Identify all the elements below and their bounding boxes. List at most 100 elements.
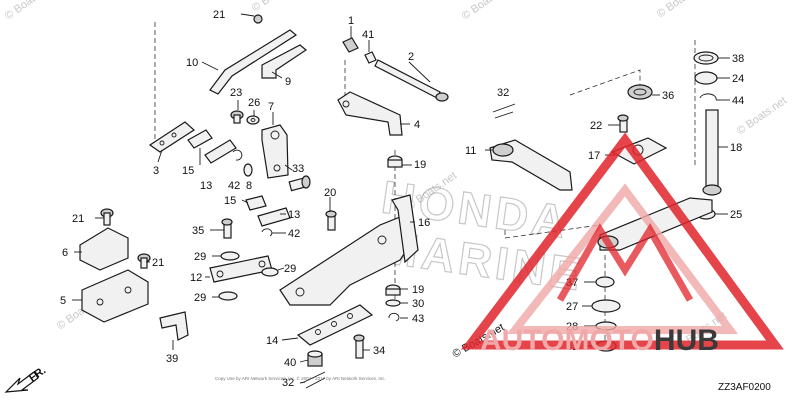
part-6-cover[interactable]: [79, 227, 129, 271]
part-13-joint-lower[interactable]: [257, 207, 291, 227]
part-22-bolt[interactable]: [617, 114, 629, 133]
callout-3[interactable]: 3: [153, 165, 159, 177]
part-32-cotter-upper[interactable]: [492, 103, 516, 119]
callout-20[interactable]: 20: [324, 187, 336, 199]
part-35-bolt[interactable]: [221, 218, 233, 239]
part-21-bolt-middle[interactable]: [137, 253, 151, 269]
part-39-hook[interactable]: [159, 311, 189, 341]
part-33-pin[interactable]: [288, 175, 311, 192]
part-30-washer[interactable]: [385, 299, 401, 307]
part-15-clip-lower[interactable]: [245, 195, 267, 211]
callout-13[interactable]: 13: [288, 209, 300, 221]
callout-30[interactable]: 30: [412, 298, 424, 310]
logo-triangle-inner: [506, 183, 738, 334]
part-19-collar-lower[interactable]: [385, 284, 401, 296]
part-14-slot-plate[interactable]: [296, 304, 374, 346]
callout-44[interactable]: 44: [732, 95, 744, 107]
callout-32[interactable]: 32: [282, 377, 294, 389]
callout-25[interactable]: 25: [730, 209, 742, 221]
part-9-bracket[interactable]: [261, 44, 308, 79]
part-44-clip[interactable]: [699, 93, 717, 101]
part-5-bracket[interactable]: [81, 269, 149, 323]
callout-42[interactable]: 42: [288, 228, 300, 240]
part-38-oring[interactable]: [693, 51, 719, 65]
callout-33[interactable]: 33: [292, 163, 304, 175]
part-37-collar[interactable]: [595, 276, 615, 288]
callout-38[interactable]: 38: [732, 53, 744, 65]
part-29-washer-c[interactable]: [218, 291, 238, 301]
part-12-link-plate[interactable]: [209, 255, 273, 283]
part-29-washer-a[interactable]: [220, 251, 240, 261]
part-4-lever-arm[interactable]: [337, 91, 403, 136]
part-1-joint[interactable]: [342, 37, 359, 53]
callout-23[interactable]: 23: [230, 87, 242, 99]
callout-7[interactable]: 7: [268, 101, 274, 113]
part-19-collar-upper[interactable]: [387, 155, 403, 168]
part-7-arm[interactable]: [261, 124, 289, 179]
callout-32[interactable]: 32: [497, 87, 509, 99]
callout-15[interactable]: 15: [224, 195, 236, 207]
callout-26[interactable]: 26: [248, 97, 260, 109]
part-10-rod[interactable]: [209, 14, 298, 95]
callout-6[interactable]: 6: [62, 247, 68, 259]
callout-21[interactable]: 21: [152, 257, 164, 269]
callout-41[interactable]: 41: [362, 29, 374, 41]
callout-13[interactable]: 13: [200, 180, 212, 192]
part-27-washer[interactable]: [591, 299, 621, 313]
callout-4[interactable]: 4: [414, 119, 420, 131]
callout-18[interactable]: 18: [730, 142, 742, 154]
callout-2[interactable]: 2: [408, 51, 414, 63]
callout-24[interactable]: 24: [732, 73, 744, 85]
callout-15[interactable]: 15: [182, 165, 194, 177]
part-34-bolt[interactable]: [353, 334, 365, 359]
part-36-bearing[interactable]: [627, 84, 653, 100]
front-direction-indicator: FR.: [4, 364, 48, 393]
part-21-bolt-left[interactable]: [100, 208, 114, 226]
callout-12[interactable]: 12: [190, 272, 202, 284]
callout-35[interactable]: 35: [192, 225, 204, 237]
callout-17[interactable]: 17: [588, 150, 600, 162]
callout-40[interactable]: 40: [284, 357, 296, 369]
part-40-collar[interactable]: [307, 350, 323, 367]
callout-11[interactable]: 11: [465, 145, 476, 157]
callout-39[interactable]: 39: [166, 353, 178, 365]
part-42-clip-lower[interactable]: [261, 228, 273, 237]
part-8-washer[interactable]: [243, 163, 253, 177]
part-41-nut[interactable]: [364, 51, 377, 64]
part-15-clip[interactable]: [187, 129, 213, 149]
part-24-seal[interactable]: [694, 71, 718, 85]
callout-42[interactable]: 42: [228, 180, 240, 192]
part-42-clip[interactable]: [232, 149, 243, 161]
callout-19[interactable]: 19: [412, 284, 424, 296]
callout-8[interactable]: 8: [246, 180, 252, 192]
callout-36[interactable]: 36: [662, 90, 674, 102]
callout-29[interactable]: 29: [194, 251, 206, 263]
callout-29[interactable]: 29: [284, 263, 296, 275]
part-2-cable-rod[interactable]: [374, 59, 449, 102]
part-20-bolt[interactable]: [325, 210, 337, 231]
callout-21[interactable]: 21: [72, 213, 84, 225]
callout-9[interactable]: 9: [285, 76, 291, 88]
part-18-shaft[interactable]: [702, 109, 722, 196]
callout-22[interactable]: 22: [590, 120, 602, 132]
callout-34[interactable]: 34: [373, 345, 385, 357]
part-32-cotter-lower[interactable]: [303, 371, 326, 389]
part-29-washer-b[interactable]: [261, 267, 279, 277]
callout-19[interactable]: 19: [414, 159, 426, 171]
callout-1[interactable]: 1: [348, 15, 354, 27]
part-13-joint[interactable]: [204, 139, 237, 164]
part-16-main-bracket[interactable]: [279, 194, 419, 306]
callout-43[interactable]: 43: [412, 313, 424, 325]
part-23-bolt[interactable]: [230, 110, 244, 124]
callout-14[interactable]: 14: [266, 335, 278, 347]
callout-10[interactable]: 10: [186, 57, 198, 69]
callout-16[interactable]: 16: [418, 217, 430, 229]
callout-29[interactable]: 29: [194, 292, 206, 304]
callout-27[interactable]: 27: [566, 301, 578, 313]
part-43-clip[interactable]: [388, 312, 400, 322]
part-3-plate[interactable]: [148, 121, 195, 153]
part-26-washer[interactable]: [246, 115, 260, 125]
callout-21[interactable]: 21: [213, 9, 225, 21]
part-11-lever[interactable]: [489, 139, 573, 191]
callout-5[interactable]: 5: [60, 295, 66, 307]
